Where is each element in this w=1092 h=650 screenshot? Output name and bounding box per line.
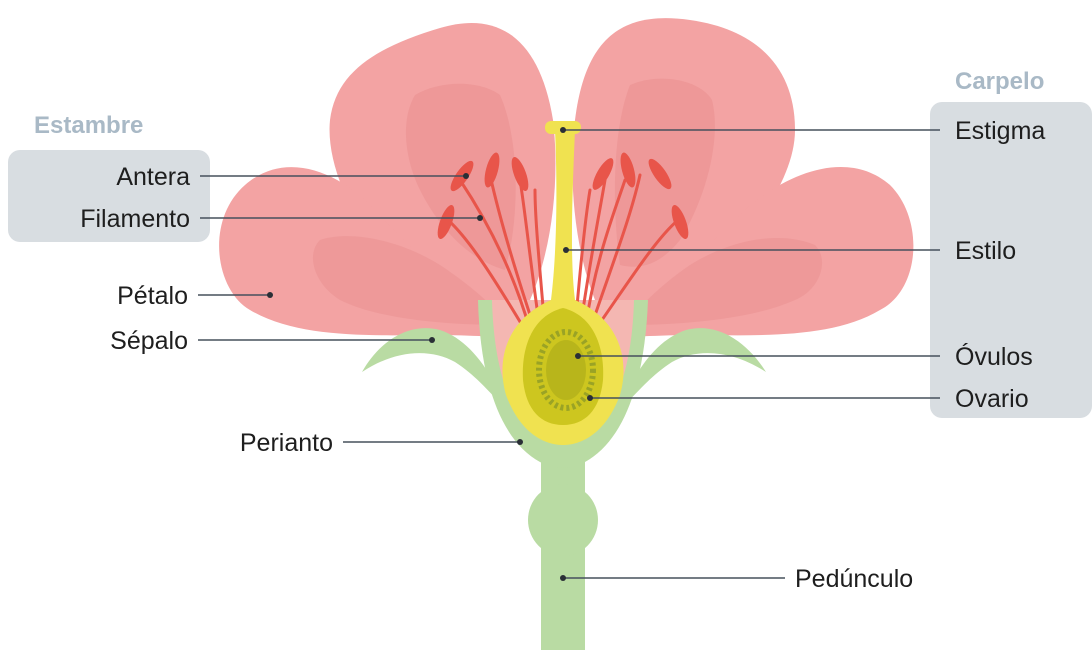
label-petalo: Pétalo — [117, 282, 188, 310]
flower-illustration — [219, 18, 913, 650]
carpel-group-title: Carpelo — [955, 68, 1044, 95]
label-ovario: Ovario — [955, 385, 1029, 413]
label-estilo: Estilo — [955, 237, 1016, 265]
label-filamento: Filamento — [80, 205, 190, 233]
label-sepalo: Sépalo — [110, 327, 188, 355]
receptacle-node — [528, 484, 598, 556]
stamen-group-title: Estambre — [34, 112, 143, 139]
label-estigma: Estigma — [955, 117, 1045, 145]
label-ovulos: Óvulos — [955, 342, 1033, 371]
label-perianto: Perianto — [240, 429, 333, 457]
ovules-core — [546, 340, 586, 400]
label-antera: Antera — [116, 163, 190, 191]
label-pedunculo: Pedúnculo — [795, 565, 913, 593]
